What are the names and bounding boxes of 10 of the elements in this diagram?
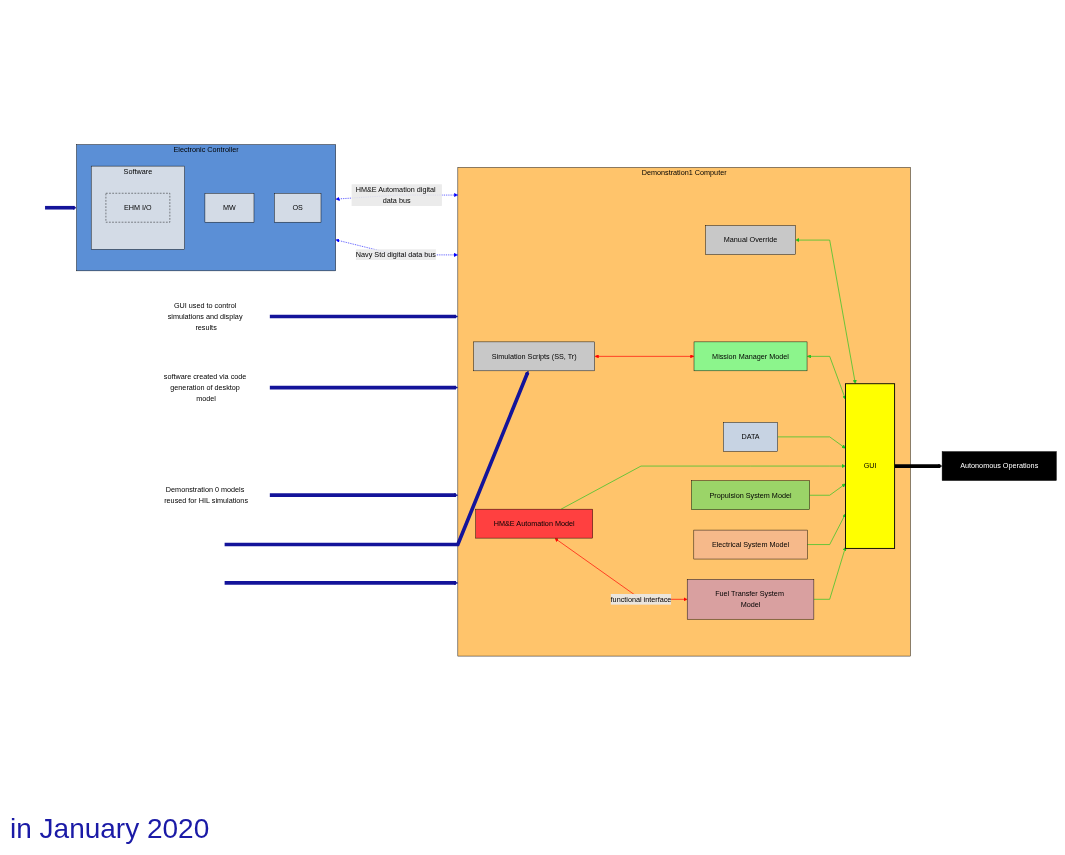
- block-arrow: [269, 492, 459, 497]
- note-text: in January 2020: [10, 813, 210, 845]
- arrow: [594, 354, 695, 358]
- arrow: [807, 354, 847, 400]
- block-arrow: [224, 580, 459, 585]
- block-arrow: [269, 385, 459, 390]
- block-arrow: [894, 463, 943, 468]
- block-arrow: [44, 205, 77, 210]
- block-arrow: [224, 370, 530, 546]
- block-arrow: [269, 314, 459, 319]
